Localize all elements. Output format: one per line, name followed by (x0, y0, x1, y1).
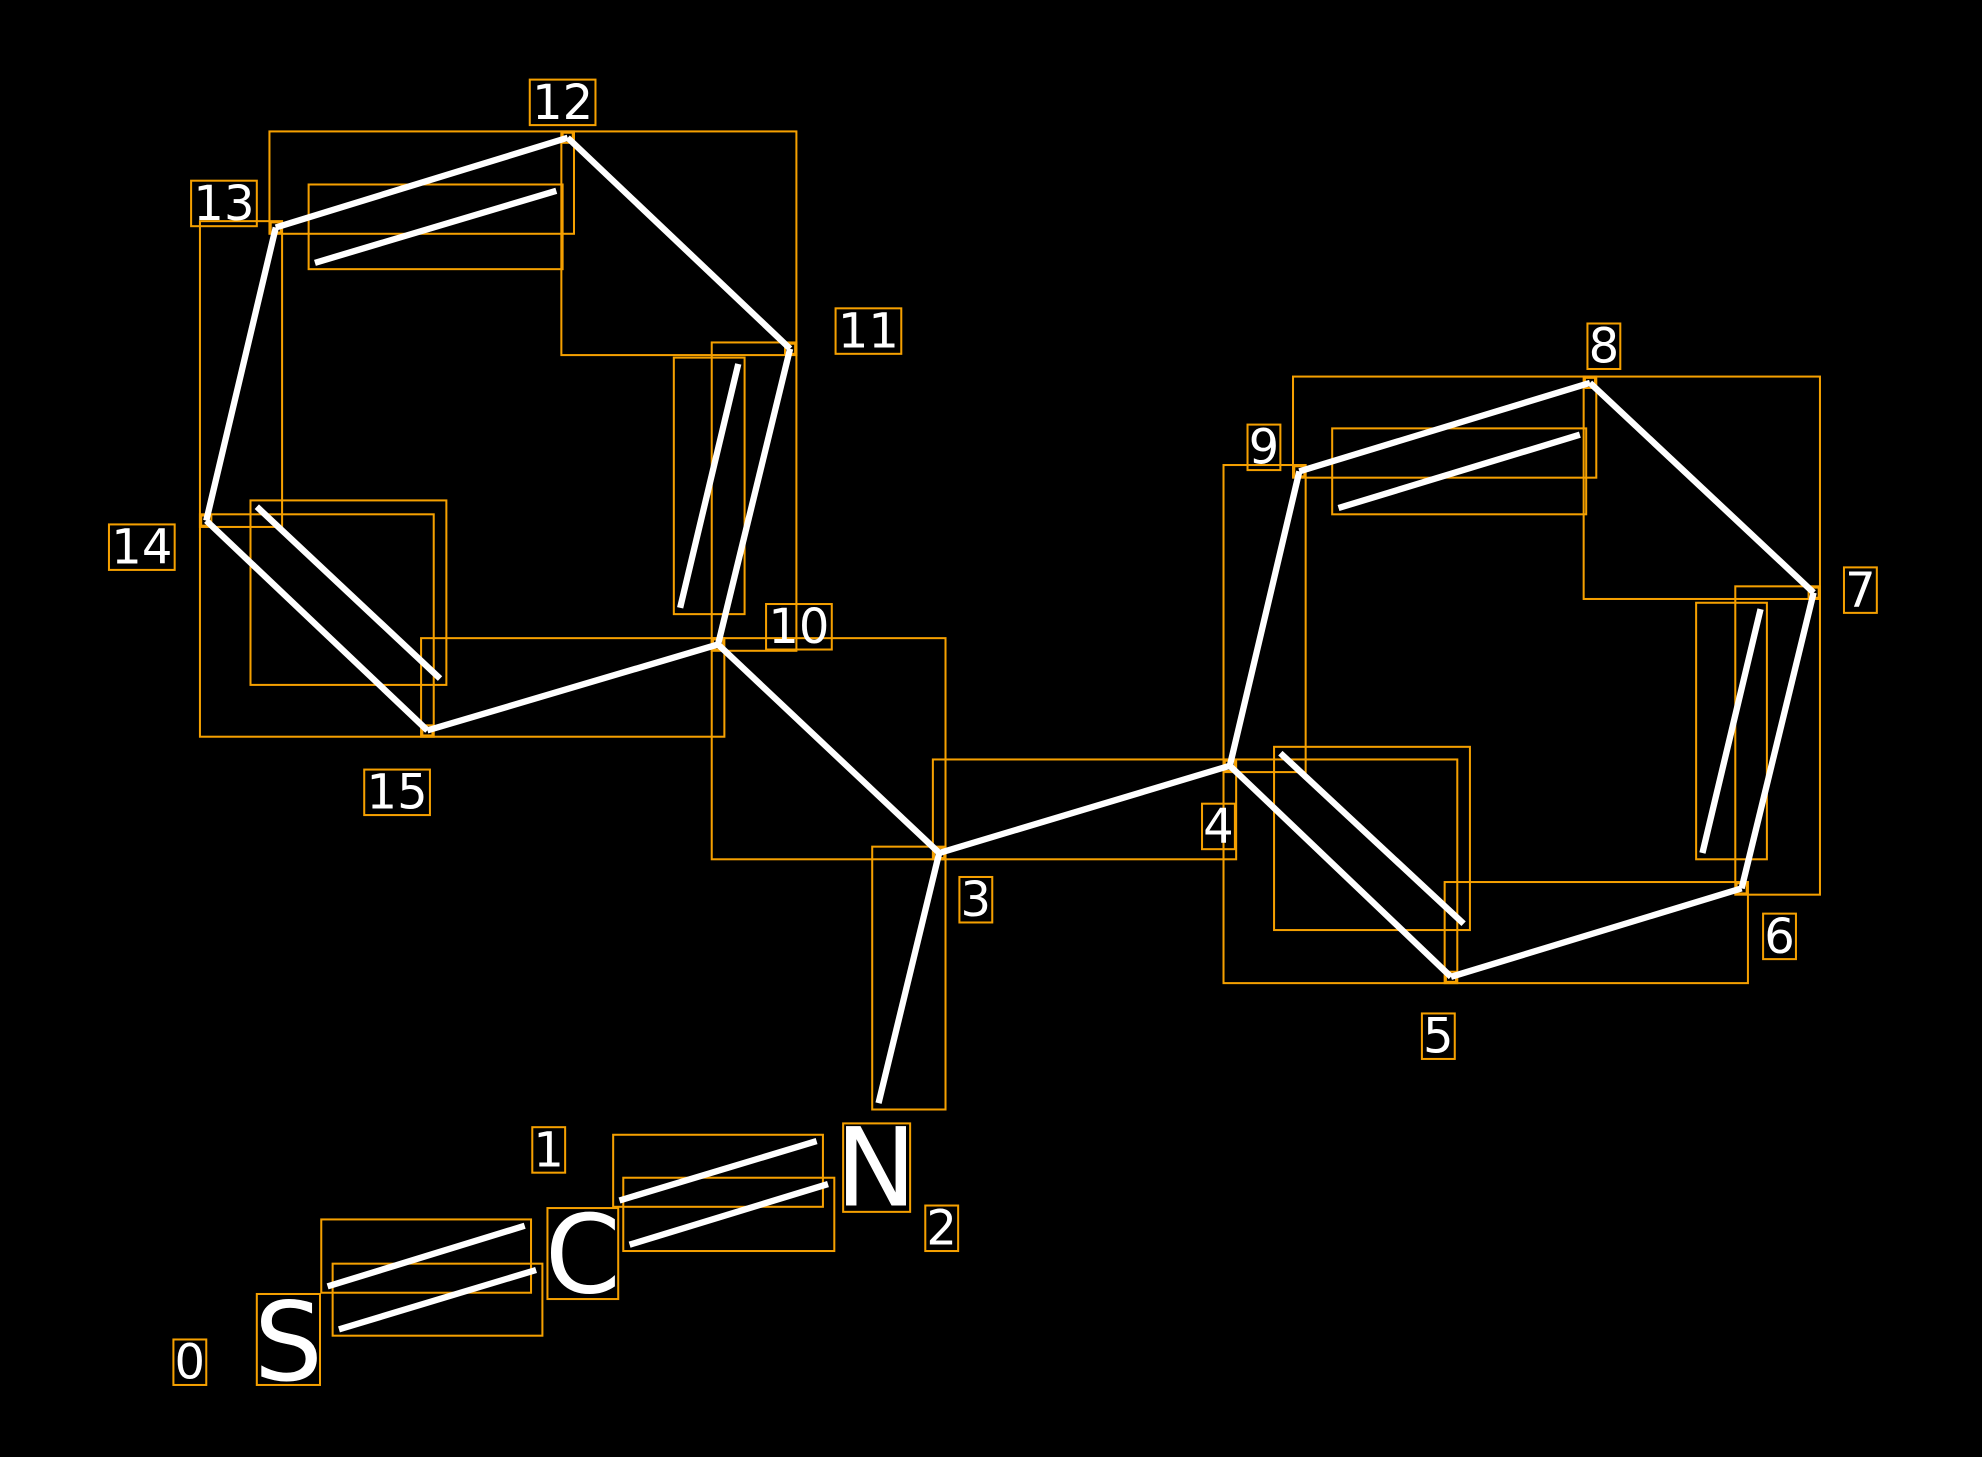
bond-line (203, 226, 279, 522)
bond-line (1298, 379, 1591, 475)
bond-line (875, 852, 943, 1104)
atom-index-label: 0 (175, 1335, 206, 1391)
bond-line (1587, 380, 1816, 595)
atom-index-label: 15 (367, 765, 428, 821)
index-bounding-box (1246, 423, 1282, 472)
atom-index-label: 10 (768, 599, 829, 655)
bond-bounding-box (249, 499, 448, 686)
atom-index-label: 1 (533, 1122, 564, 1178)
bonds (203, 134, 1817, 1333)
index-bounding-box (531, 1126, 567, 1174)
atom-index-label: 5 (1423, 1009, 1454, 1065)
atom-index-label: 14 (111, 520, 172, 576)
bond-line (628, 1181, 829, 1248)
bond-bounding-box (198, 220, 284, 528)
bond-line (1278, 750, 1466, 927)
bond-line (1738, 591, 1817, 890)
atom-index-label: 2 (926, 1201, 957, 1257)
atom-label-n: N (835, 1105, 916, 1232)
index-bounding-box (172, 1338, 208, 1386)
index-bounding-box (958, 875, 994, 924)
bond-line (715, 642, 942, 856)
bond-line (1699, 608, 1764, 854)
bond-bounding-box (331, 1262, 544, 1337)
bond-bounding-box (1331, 427, 1588, 516)
atom-index-label: 12 (532, 75, 593, 131)
atom-index-label: 3 (961, 872, 992, 928)
element-bounding-box (255, 1292, 322, 1386)
atom-label-c: C (545, 1192, 621, 1319)
bond-line (677, 363, 742, 609)
bond-bounding-box (560, 130, 798, 357)
atom-index-label: 9 (1249, 420, 1280, 476)
element-bounding-box (546, 1207, 620, 1301)
bond-line (714, 348, 794, 646)
bond-line (618, 1138, 818, 1204)
bond-bounding-box (612, 1133, 824, 1208)
atom-index-label: 6 (1764, 909, 1795, 965)
index-bounding-box (1762, 912, 1797, 961)
bond-bounding-box (1273, 745, 1471, 932)
bond-bounding-box (320, 1218, 533, 1294)
bond-bounding-box (622, 1176, 836, 1253)
atom-index-label: 11 (838, 304, 899, 360)
atom-index-label: 13 (193, 176, 254, 232)
bond-line (1450, 885, 1743, 980)
atom-index-label: 7 (1845, 563, 1876, 619)
bond-bounding-box (198, 513, 435, 738)
index-bounding-box (834, 307, 903, 355)
bond-bounding-box (931, 758, 1238, 861)
bond-bounding-box (710, 341, 798, 652)
index-bounding-box (1586, 322, 1622, 370)
index-bounding-box (363, 768, 431, 817)
bond-line (326, 1222, 526, 1290)
bond-line (274, 134, 569, 231)
bond-bounding-box (1222, 464, 1307, 774)
bond-bounding-box (1443, 881, 1749, 985)
bond-line (254, 504, 443, 681)
bond-line (565, 135, 793, 352)
bond-bounding-box (420, 637, 726, 738)
bond-bounding-box (307, 183, 564, 271)
bond-line (338, 1266, 537, 1333)
atom-index-label: 4 (1203, 799, 1234, 855)
index-bounding-box (1420, 1012, 1456, 1060)
bond-line (1226, 470, 1303, 767)
index-bounding-box (765, 603, 833, 651)
bond-bounding-box (1734, 585, 1821, 896)
element-bounding-box (842, 1122, 912, 1213)
bond-line (1227, 763, 1454, 980)
index-bounding-box (528, 78, 597, 127)
atom-label-s: S (254, 1279, 323, 1406)
atom-index-label: 8 (1589, 319, 1620, 375)
index-bounding-box (1201, 802, 1236, 851)
bond-bounding-box (1695, 601, 1768, 861)
index-bounding-box (1842, 566, 1878, 614)
bond-line (314, 187, 558, 266)
bond-bounding-box (871, 845, 947, 1111)
bond-bounding-box (1582, 375, 1821, 600)
bond-bounding-box (710, 637, 947, 861)
index-bounding-box (924, 1204, 960, 1253)
bond-line (426, 641, 719, 734)
index-bounding-box (190, 179, 258, 228)
bond-line (938, 762, 1231, 856)
bounding-boxes (107, 78, 1878, 1386)
bond-line (204, 518, 430, 733)
bond-bounding-box (1222, 758, 1459, 985)
bond-line (1337, 431, 1581, 512)
index-bounding-box (107, 523, 176, 571)
bond-bounding-box (672, 356, 746, 616)
